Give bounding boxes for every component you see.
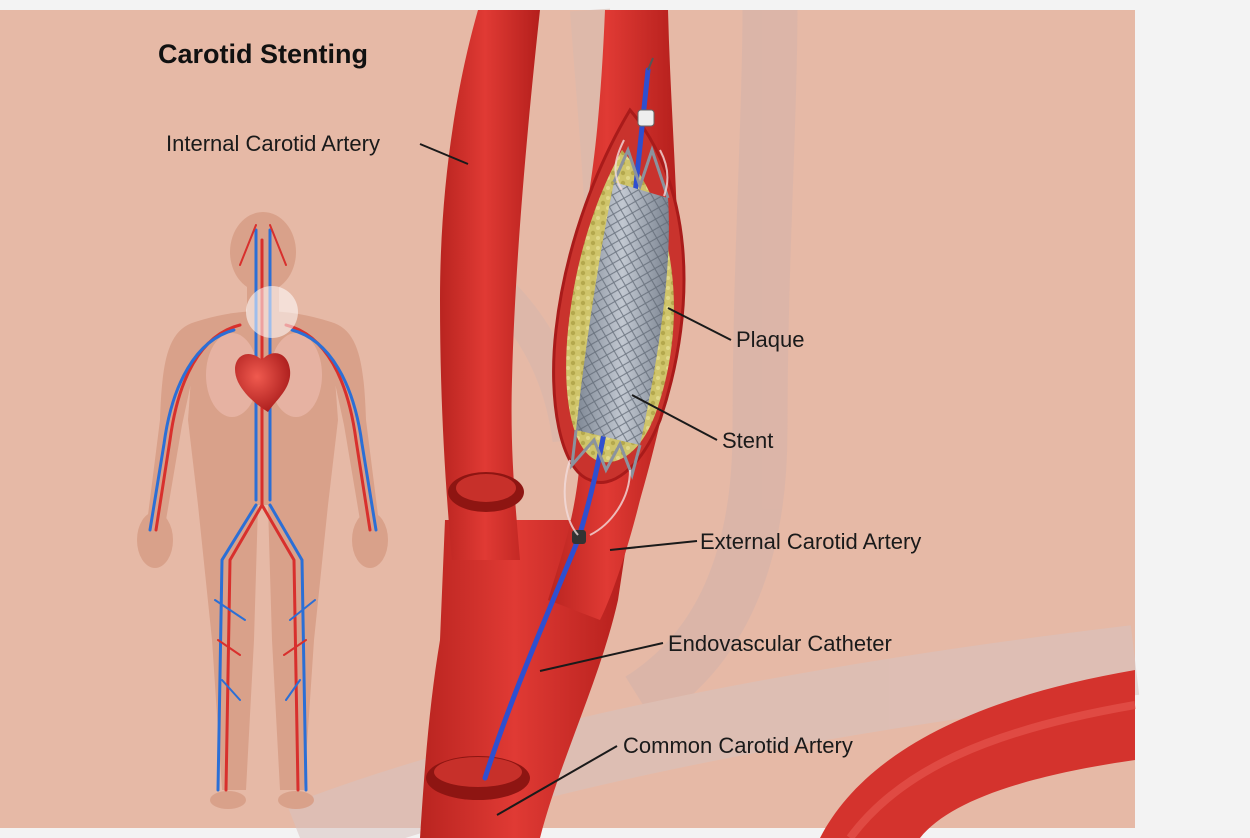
diagram-title: Carotid Stenting	[158, 39, 368, 69]
label-common-carotid: Common Carotid Artery	[496, 733, 853, 816]
human-figure	[137, 212, 388, 809]
aortic-arch-vessel	[820, 670, 1136, 838]
svg-text:Internal Carotid Artery: Internal Carotid Artery	[166, 131, 380, 156]
label-plaque: Plaque	[667, 307, 805, 352]
svg-text:Common Carotid Artery: Common Carotid Artery	[623, 733, 853, 758]
label-internal-carotid: Internal Carotid Artery	[166, 131, 469, 165]
stent	[563, 139, 670, 536]
svg-text:Stent: Stent	[722, 428, 773, 453]
svg-text:Endovascular Catheter: Endovascular Catheter	[668, 631, 892, 656]
svg-text:Plaque: Plaque	[736, 327, 805, 352]
label-endovascular-catheter: Endovascular Catheter	[539, 631, 892, 672]
label-stent: Stent	[631, 394, 773, 453]
label-external-carotid: External Carotid Artery	[609, 529, 921, 554]
svg-text:External Carotid Artery: External Carotid Artery	[700, 529, 921, 554]
internal-carotid-artery-shape	[440, 10, 540, 560]
